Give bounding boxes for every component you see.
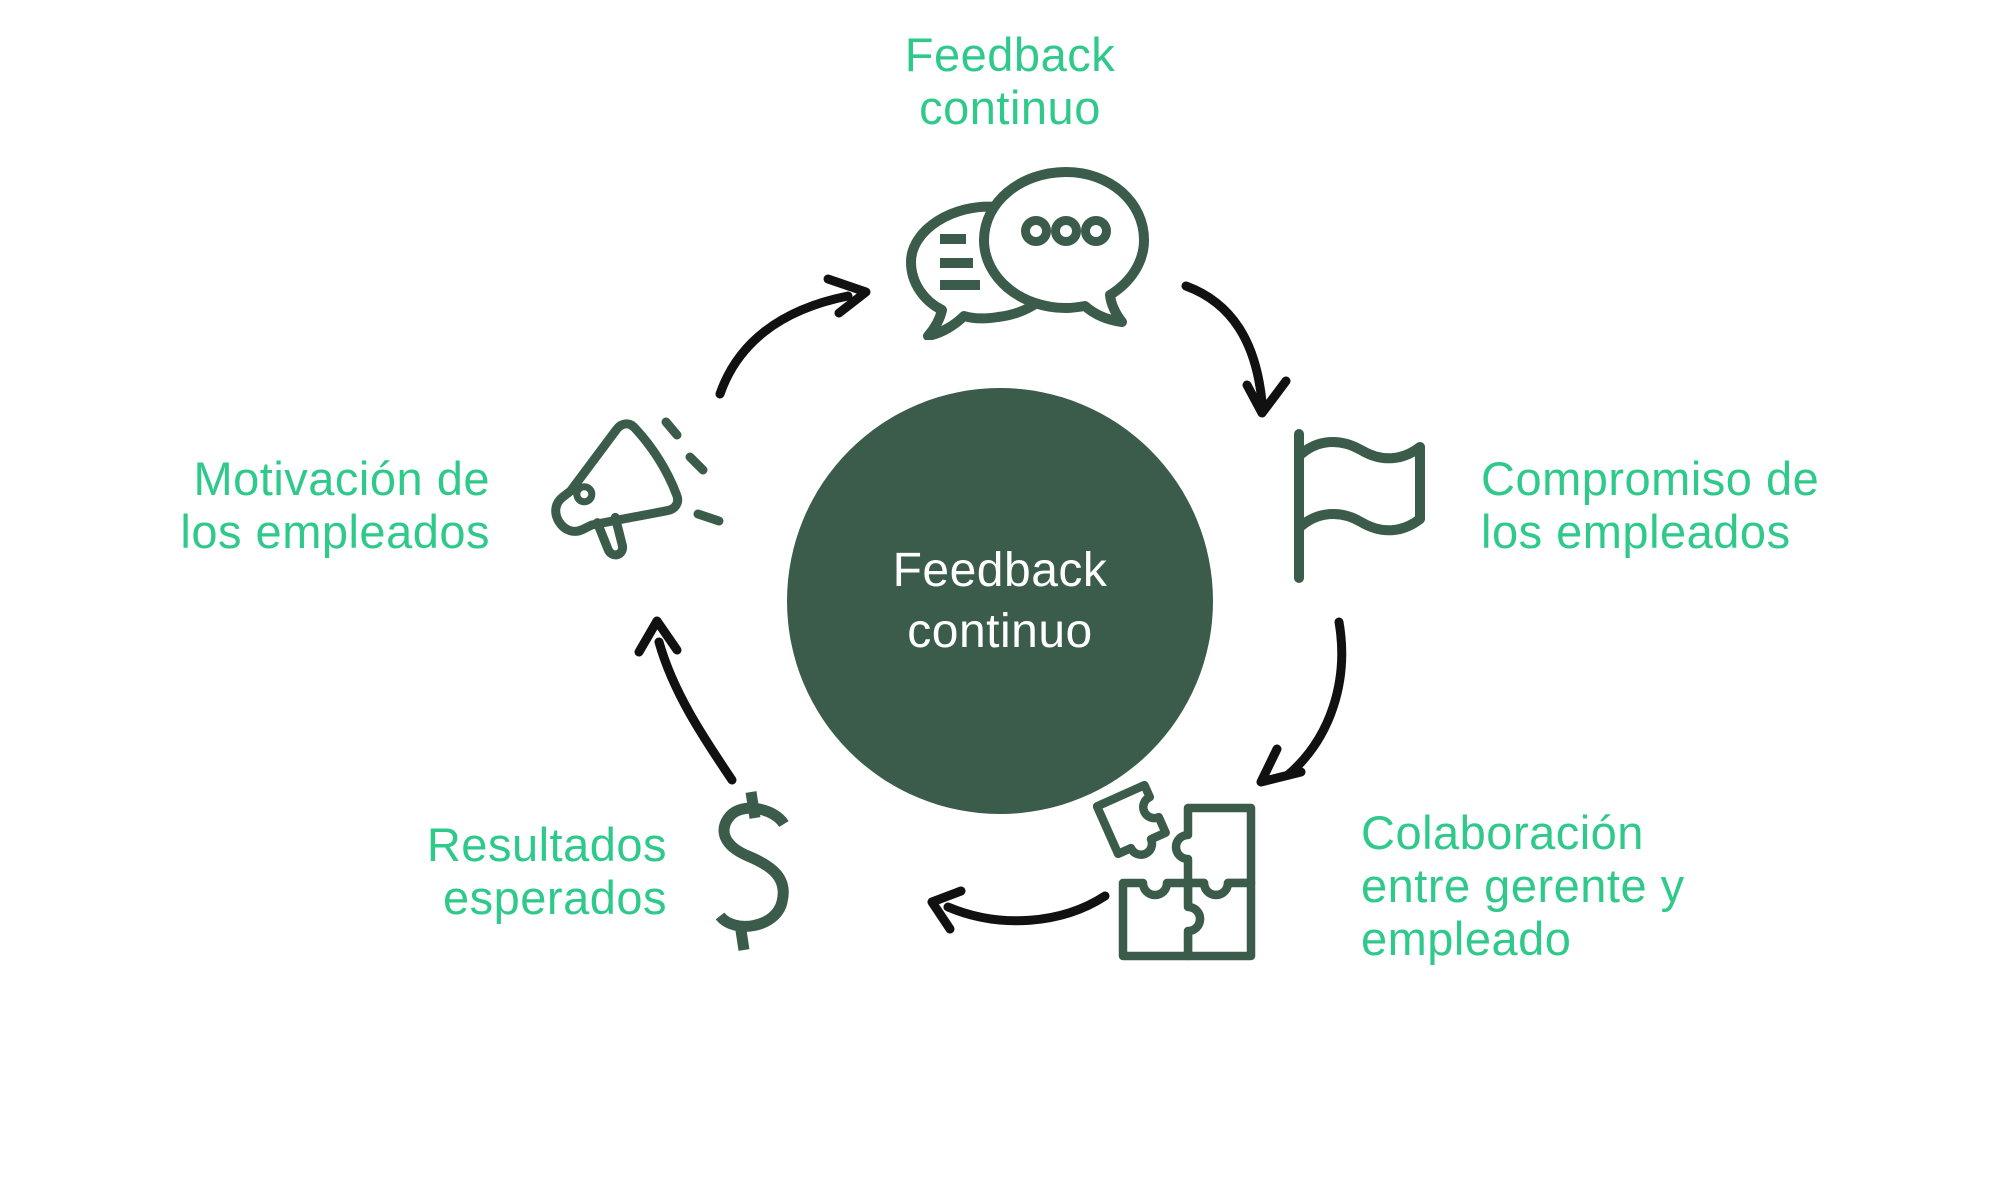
arrow-left-to-top	[715, 291, 853, 399]
label-feedback-continuo: Feedback continuo	[904, 28, 1116, 134]
arrow-left-to-top-head	[823, 274, 871, 318]
arrow-top-to-right	[1181, 281, 1267, 407]
megaphone-icon	[548, 404, 736, 608]
arrow-bottomright-to-bottomleft-head	[927, 886, 966, 934]
center-title-line1: Feedback	[892, 544, 1108, 597]
label-colaboracion: Colaboración entre gerente y empleado	[1361, 806, 1685, 965]
arrow-right-to-bottomright	[1283, 617, 1347, 780]
flag-icon	[1283, 424, 1449, 590]
label-resultados: Resultados esperados	[426, 818, 667, 924]
dollar-icon	[706, 786, 800, 958]
center-title-line2: continuo	[907, 605, 1093, 658]
chat-bubbles-icon	[898, 162, 1150, 340]
arrow-bottomright-to-bottomleft	[943, 891, 1110, 926]
center-circle: Feedback continuo	[787, 388, 1213, 814]
label-compromiso: Compromiso de los empleados	[1481, 452, 1820, 558]
puzzle-icon	[1093, 776, 1265, 968]
arrow-top-to-right-head	[1242, 376, 1291, 418]
arrow-right-to-bottomright-head	[1256, 744, 1306, 787]
label-motivacion: Motivación de los empleados	[180, 452, 490, 558]
arrow-bottomleft-to-left	[654, 637, 737, 785]
arrow-bottomleft-to-left-head	[634, 616, 682, 657]
